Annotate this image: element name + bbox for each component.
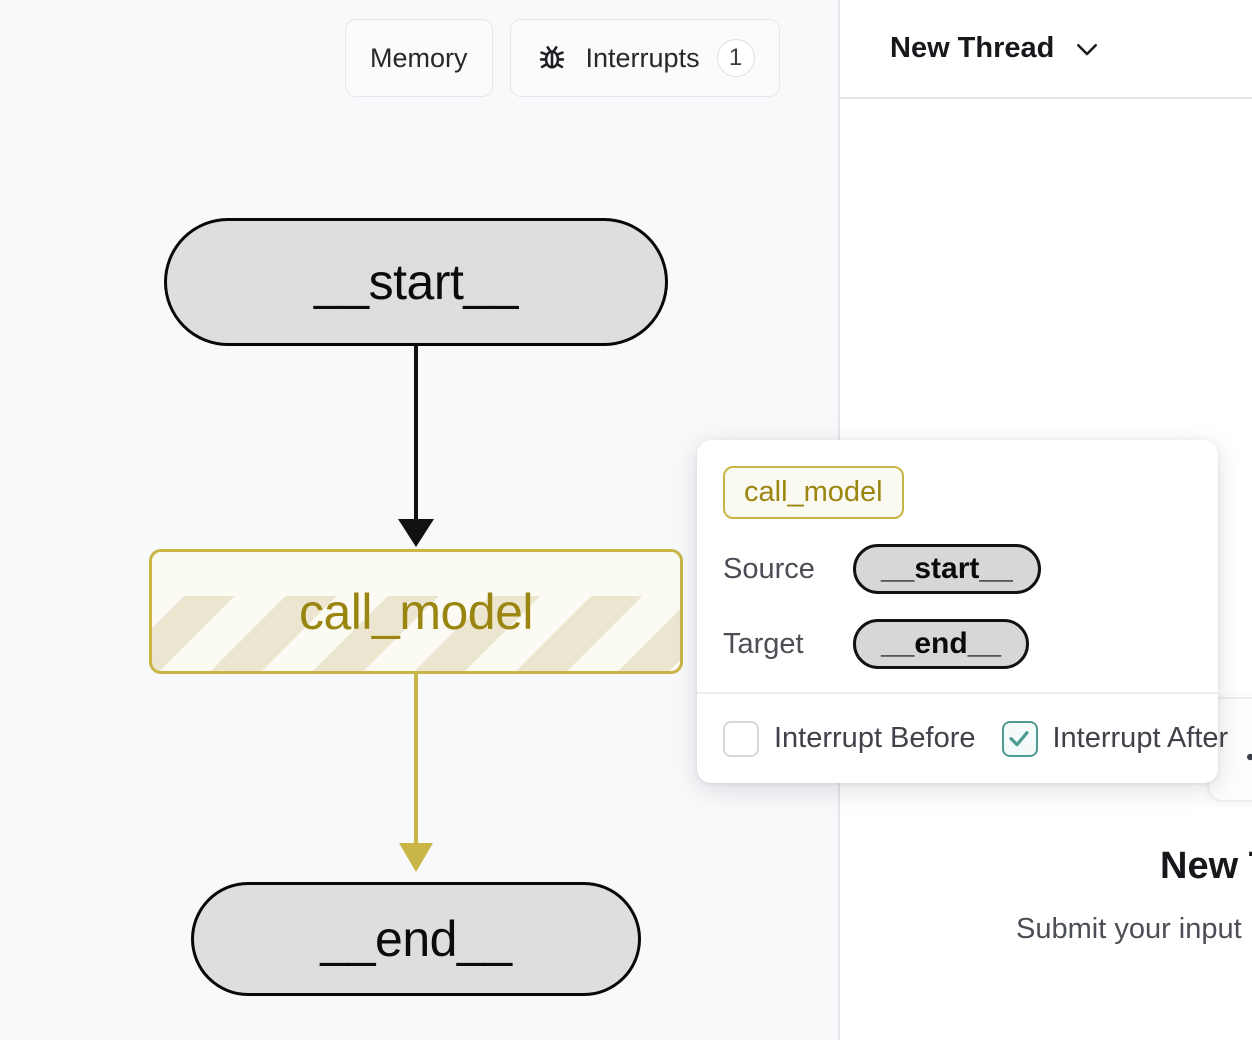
interrupts-button[interactable]: Interrupts 1 <box>509 19 780 97</box>
popup-target-row: Target __end__ <box>723 619 1218 669</box>
thread-header: New Thread <box>840 0 1252 99</box>
memory-button-label: Memory <box>370 42 468 73</box>
check-icon <box>1009 731 1029 747</box>
popup-source-value[interactable]: __start__ <box>853 544 1041 594</box>
popup-source-label: Source <box>723 552 815 585</box>
interrupt-before-label: Interrupt Before <box>774 722 976 754</box>
graph-node-call-model[interactable]: call_model <box>149 549 683 674</box>
empty-state-subtitle: Submit your input <box>1016 913 1242 945</box>
interrupts-button-label: Interrupts <box>585 42 700 73</box>
interrupt-after-box[interactable] <box>1001 720 1038 757</box>
interrupts-count-badge: 1 <box>716 39 755 77</box>
interrupt-before-checkbox[interactable]: Interrupt Before <box>723 720 976 757</box>
thread-title: New Thread <box>890 32 1055 64</box>
popup-target-value[interactable]: __end__ <box>853 619 1030 669</box>
graph-node-start[interactable]: __start__ <box>164 218 668 346</box>
interrupt-after-checkbox[interactable]: Interrupt After <box>1001 720 1229 757</box>
bug-icon <box>539 46 564 69</box>
memory-button[interactable]: Memory <box>345 19 493 97</box>
popup-target-label: Target <box>723 627 804 660</box>
interrupt-before-box[interactable] <box>723 720 759 757</box>
graph-node-end[interactable]: __end__ <box>191 882 641 996</box>
popup-footer: Interrupt Before Interrupt After <box>697 692 1228 783</box>
graph-toolbar: Memory Interrupts 1 <box>345 19 780 97</box>
empty-state-title: New T <box>1160 845 1252 887</box>
graph-node-call-model-label: call_model <box>298 583 534 640</box>
graph-node-icon <box>1247 753 1252 761</box>
edge-details-popup: call_model Source __start__ Target __end… <box>697 440 1228 783</box>
graph-canvas[interactable]: __start__ call_model __end__ <box>0 0 838 1040</box>
popup-source-row: Source __start__ <box>723 544 1218 594</box>
chevron-down-icon[interactable] <box>1072 34 1102 64</box>
edge-details-body: call_model Source __start__ Target __end… <box>697 440 1218 669</box>
popup-node-chip[interactable]: call_model <box>723 466 904 519</box>
interrupt-after-label: Interrupt After <box>1052 722 1229 754</box>
